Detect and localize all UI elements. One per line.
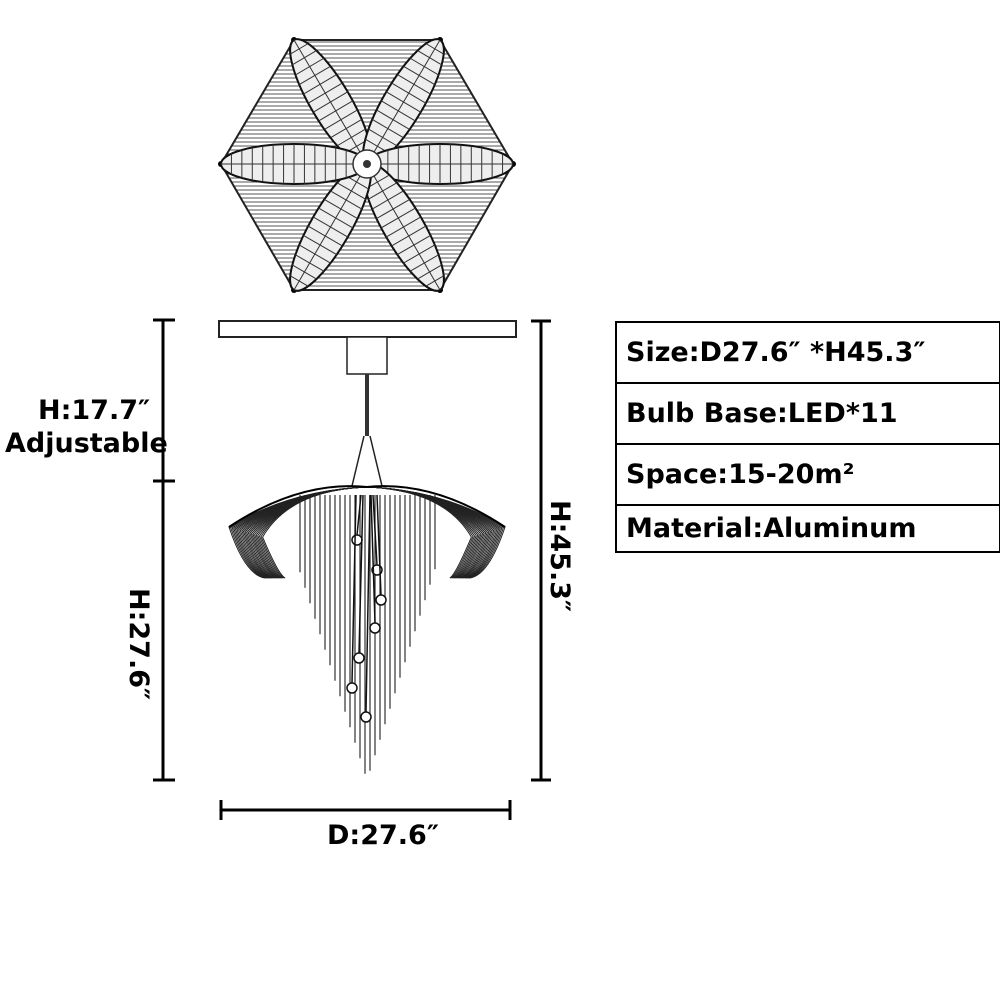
spec-material: Material:Aluminum	[617, 506, 999, 553]
bulb	[346, 682, 358, 694]
petal	[220, 143, 368, 185]
ceiling-canopy	[218, 320, 517, 338]
spec-table: Size:D27.6″ *H45.3″ Bulb Base:LED*11 Spa…	[615, 321, 1000, 553]
bulb	[360, 711, 372, 723]
dimension-lines	[153, 318, 551, 820]
body-height-label: H:27.6″	[123, 588, 154, 701]
side-view	[218, 320, 517, 774]
petal	[366, 143, 514, 185]
bulb	[369, 622, 381, 634]
bulb	[351, 534, 363, 546]
adjustable-label: Adjustable	[5, 428, 168, 459]
spec-space: Space:15-20m²	[617, 445, 999, 506]
spec-size: Size:D27.6″ *H45.3″	[617, 323, 999, 384]
diameter-label: D:27.6″	[327, 820, 439, 851]
total-height-label: H:45.3″	[544, 500, 575, 613]
adjustable-height-label: H:17.7″	[38, 395, 151, 426]
bulb	[353, 652, 365, 664]
petal	[289, 38, 372, 166]
spec-bulb-base: Bulb Base:LED*11	[617, 384, 999, 445]
top-view	[218, 37, 516, 293]
bulb	[375, 594, 387, 606]
